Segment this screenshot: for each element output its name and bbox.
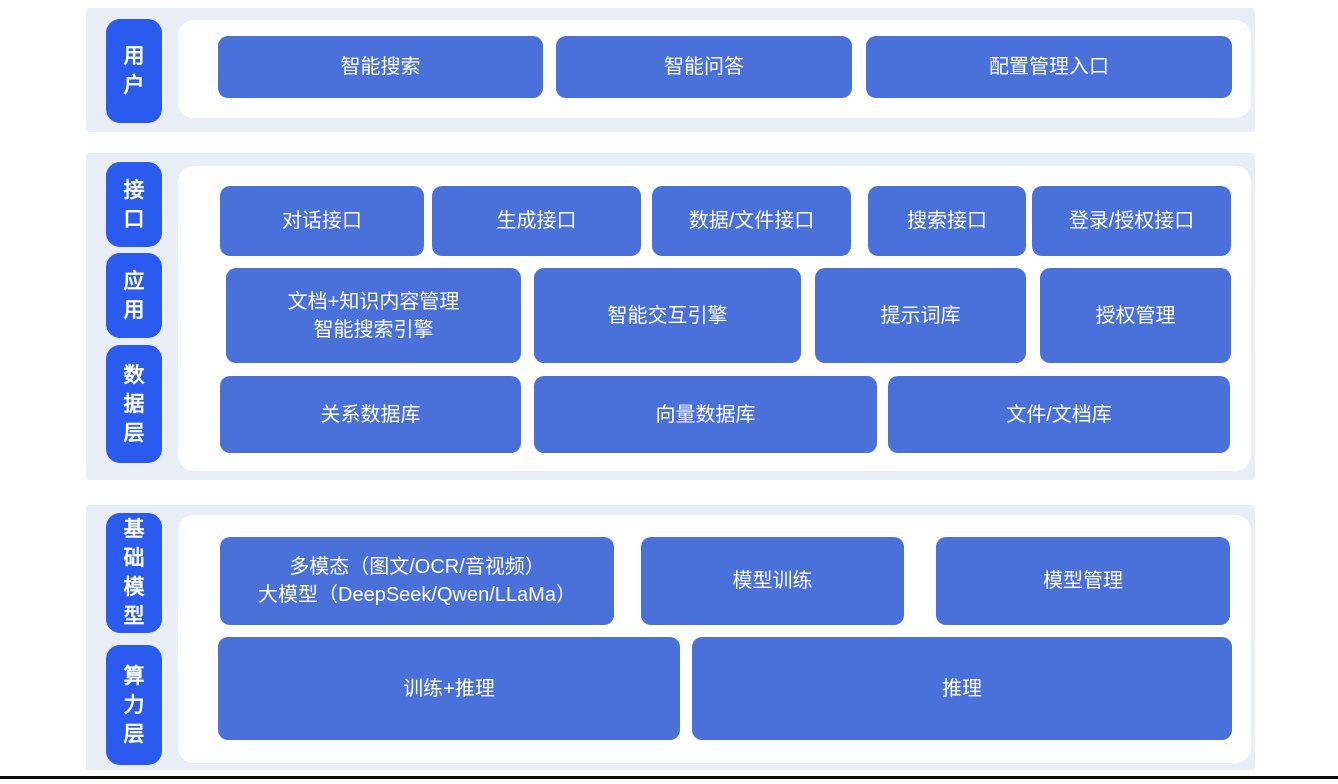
node-line-1: 多模态（图文/OCR/音视频） xyxy=(289,556,545,578)
node-data-file-api: 数据/文件接口 xyxy=(652,186,851,256)
foundation-model-row: 多模态（图文/OCR/音视频） 大模型（DeepSeek/Qwen/LLaMa）… xyxy=(220,537,1230,625)
side-label-compute-layer: 算力层 xyxy=(106,645,162,765)
node-prompt-library: 提示词库 xyxy=(815,268,1026,363)
node-line-2: 智能搜索引擎 xyxy=(313,318,434,341)
node-relational-db: 关系数据库 xyxy=(220,376,521,453)
node-smart-qa: 智能问答 xyxy=(556,36,852,98)
interface-row: 对话接口 生成接口 数据/文件接口 搜索接口 登录/授权接口 xyxy=(220,186,1231,256)
node-smart-search: 智能搜索 xyxy=(218,36,543,98)
user-layer-row: 智能搜索 智能问答 配置管理入口 xyxy=(218,36,1232,98)
node-smart-interaction-engine: 智能交互引擎 xyxy=(534,268,801,363)
node-vector-db: 向量数据库 xyxy=(534,376,877,453)
data-layer-row: 关系数据库 向量数据库 文件/文档库 xyxy=(220,376,1230,453)
node-model-management: 模型管理 xyxy=(936,537,1230,625)
node-line-1: 文档+知识内容管理 xyxy=(287,290,460,313)
node-auth-management: 授权管理 xyxy=(1040,268,1231,363)
node-inference: 推理 xyxy=(692,637,1232,740)
side-label-application: 应用 xyxy=(106,253,162,338)
node-multimodal-llm: 多模态（图文/OCR/音视频） 大模型（DeepSeek/Qwen/LLaMa） xyxy=(220,537,614,625)
node-config-management-entry: 配置管理入口 xyxy=(866,36,1232,98)
user-layer-band: 用户 智能搜索 智能问答 配置管理入口 xyxy=(86,8,1255,132)
node-model-training: 模型训练 xyxy=(641,537,904,625)
side-label-data-layer: 数据层 xyxy=(106,345,162,463)
side-label-interface: 接口 xyxy=(106,162,162,247)
node-training-inference: 训练+推理 xyxy=(218,637,680,740)
node-file-doc-db: 文件/文档库 xyxy=(888,376,1230,453)
bottom-rule xyxy=(0,776,1338,779)
node-login-auth-api: 登录/授权接口 xyxy=(1032,186,1231,256)
node-line-2: 大模型（DeepSeek/Qwen/LLaMa） xyxy=(258,584,576,606)
compute-layer-row: 训练+推理 推理 xyxy=(218,637,1232,740)
side-label-foundation-model: 基础模型 xyxy=(106,513,162,633)
bottom-layers-band: 基础模型 算力层 多模态（图文/OCR/音视频） 大模型（DeepSeek/Qw… xyxy=(86,505,1255,770)
node-generation-api: 生成接口 xyxy=(432,186,641,256)
node-dialog-api: 对话接口 xyxy=(220,186,424,256)
middle-layers-band: 接口 应用 数据层 对话接口 生成接口 数据/文件接口 搜索接口 登录/授权接口… xyxy=(86,153,1255,480)
node-search-api: 搜索接口 xyxy=(868,186,1026,256)
side-label-user: 用户 xyxy=(106,19,162,123)
application-row: 文档+知识内容管理 智能搜索引擎 智能交互引擎 提示词库 授权管理 xyxy=(226,268,1231,363)
node-doc-knowledge-search-engine: 文档+知识内容管理 智能搜索引擎 xyxy=(226,268,521,363)
